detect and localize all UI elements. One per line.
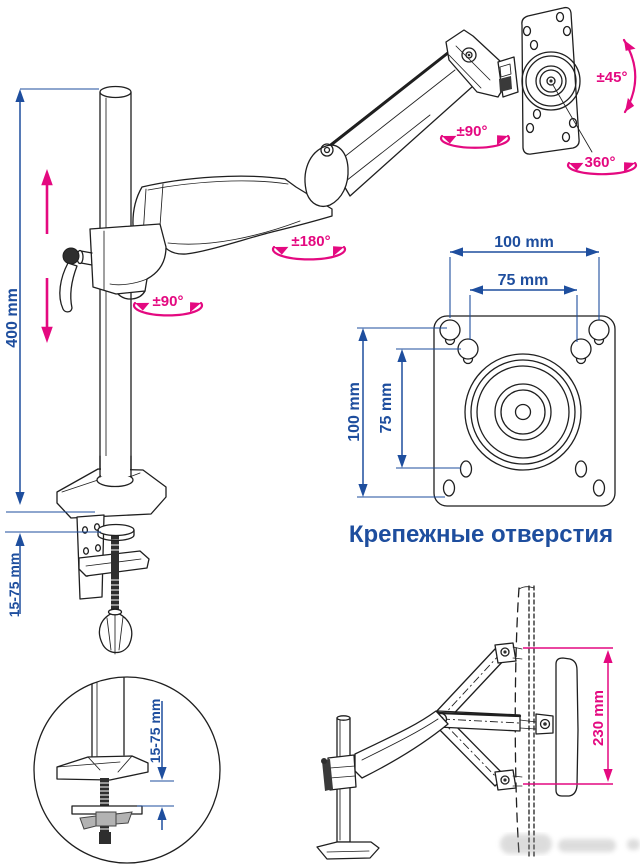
elbow-joint	[304, 143, 349, 208]
clamp-range-label: 15-75 mm	[6, 553, 22, 618]
mounting-holes-caption: Крепежные отверстия	[349, 521, 613, 548]
detail-circle-border	[33, 676, 221, 864]
detail-pole	[91, 677, 125, 757]
tension-lever	[59, 247, 93, 313]
clamp-range-dimension: 15-75 mm	[5, 511, 101, 618]
tilt-angle-label: ±45°	[597, 69, 628, 86]
arm-position-down	[434, 714, 523, 791]
main-assembly-view: 400 mm 15-75 mm ±45° ±90° 36	[4, 6, 638, 655]
side-lower-arm	[354, 710, 449, 779]
keyhole-slots	[439, 319, 610, 365]
side-view: 230 mm	[316, 585, 613, 860]
desk-base	[56, 455, 167, 519]
hole-width-outer-label: 100 mm	[494, 234, 554, 251]
hole-width-outer-dimension: 100 mm	[449, 234, 600, 320]
monitor-profile	[555, 657, 579, 797]
vesa-head-plate	[521, 6, 593, 155]
height-range-label: 230 mm	[590, 690, 607, 746]
angle-annotations: ±45° ±90° 360° ±180° ±90°	[132, 37, 638, 317]
desk-clamp	[76, 514, 150, 655]
lower-arm	[132, 175, 333, 255]
mounting-holes-diagram: 100 mm 75 mm 100 mm 75 mm	[346, 234, 616, 548]
pole-height-label: 400 mm	[4, 288, 21, 348]
side-foot	[316, 841, 380, 860]
pole-height-dimension: 400 mm	[4, 88, 99, 505]
bottom-slots	[442, 460, 606, 497]
vesa-swivel-label: ±90°	[457, 123, 488, 140]
grommet-range-label: 15-75 mm	[147, 699, 163, 764]
hole-height-outer-label: 100 mm	[346, 382, 363, 442]
pole-collar	[59, 223, 167, 313]
center-boss	[464, 353, 582, 471]
height-adjust-arrows	[41, 169, 53, 343]
vesa-plate-front	[433, 315, 616, 507]
hole-height-outer-dimension: 100 mm	[346, 327, 447, 498]
wing-nut	[79, 811, 133, 830]
clamp-knob	[98, 608, 133, 655]
side-collar	[321, 754, 357, 791]
arm-rotation-label: ±180°	[291, 233, 330, 250]
height-range-dimension: 230 mm	[523, 647, 613, 785]
arm-position-up	[434, 642, 523, 724]
grommet-range-dimension: 15-75 mm	[137, 699, 174, 830]
hole-width-inner-dimension: 75 mm	[469, 272, 578, 342]
watermark-smudge	[500, 834, 640, 854]
arm-position-mid	[437, 710, 537, 732]
hole-height-inner-label: 75 mm	[378, 383, 395, 434]
detail-bolt	[71, 778, 143, 844]
hole-height-inner-dimension: 75 mm	[378, 348, 461, 469]
tilt-hinge	[445, 29, 519, 98]
monitor-bracket	[535, 713, 554, 735]
hole-width-inner-label: 75 mm	[498, 272, 549, 289]
screen-rotation-label: 360°	[584, 154, 615, 171]
detail-base	[56, 755, 149, 781]
pole-rotation-label: ±90°	[153, 293, 184, 310]
grommet-detail-view: 15-75 mm	[33, 676, 221, 864]
